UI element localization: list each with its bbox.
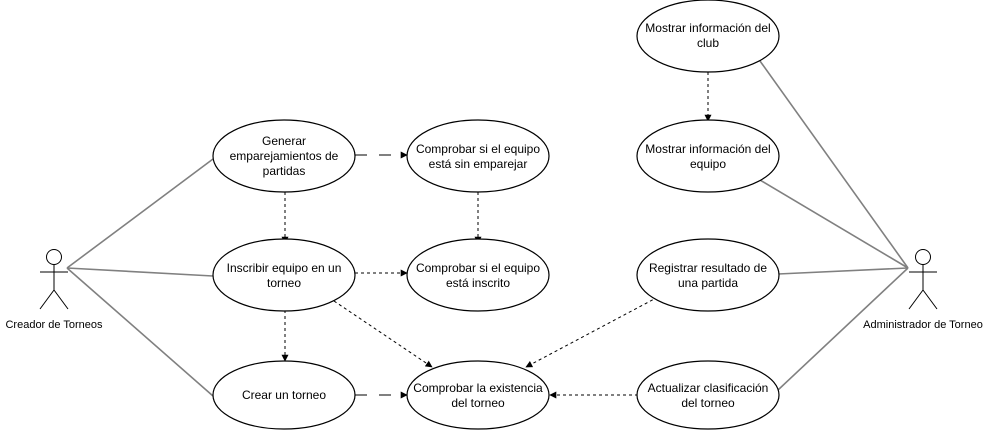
association-admin-mostrar-club [759, 60, 909, 269]
association-creator-generar [66, 158, 214, 269]
svg-text:Crear un torneo: Crear un torneo [242, 388, 326, 402]
actor-label-admin: Administrador de Torneo [863, 319, 983, 331]
association-creator-inscribir [66, 267, 214, 277]
actor-label-creator: Creador de Torneos [5, 319, 103, 331]
actor-creador-de-torneos: Creador de Torneos [5, 249, 103, 331]
dependency-registrar-existencia [525, 296, 659, 368]
stick-figure-icon [908, 249, 938, 310]
actor-administrador-de-torneo: Administrador de Torneo [863, 249, 983, 331]
association-admin-mostrar-equipo [759, 179, 909, 269]
association-admin-actualizar [777, 267, 909, 391]
association-creator-crear [66, 267, 214, 397]
stick-figure-icon [39, 249, 69, 310]
dependency-inscribir-existencia [333, 300, 433, 368]
use-case-crear-torneo: Crear un torneo [212, 360, 356, 430]
association-admin-registrar [777, 267, 909, 275]
